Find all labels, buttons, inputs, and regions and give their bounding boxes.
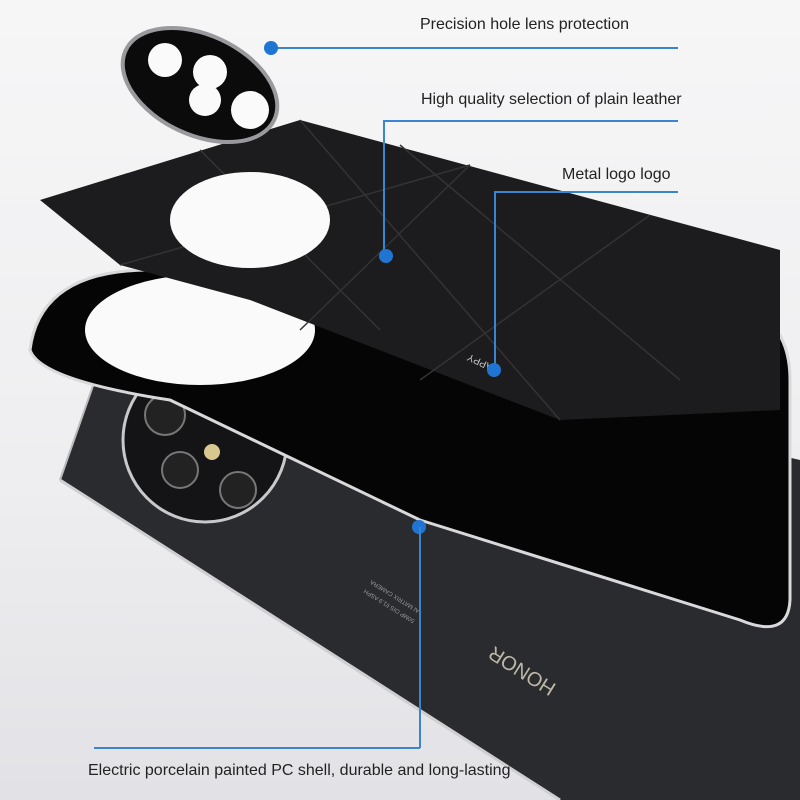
callout-line [94,747,420,749]
callout-pc-shell: Electric porcelain painted PC shell, dur… [88,762,511,779]
leather-back: HAPPY [40,119,780,421]
callout-line [494,191,678,193]
callout-dot [264,41,278,55]
lens-protector [120,25,280,145]
callout-line [494,191,496,369]
callout-dot [487,363,501,377]
callout-line [383,120,678,122]
callout-line [271,47,678,49]
callout-plain-leather: High quality selection of plain leather [421,91,682,108]
callout-line [383,120,385,255]
callout-dot [379,249,393,263]
callout-line [419,527,421,748]
callout-lens-protection: Precision hole lens protection [420,16,630,33]
callout-metal-logo: Metal logo logo [562,166,671,183]
